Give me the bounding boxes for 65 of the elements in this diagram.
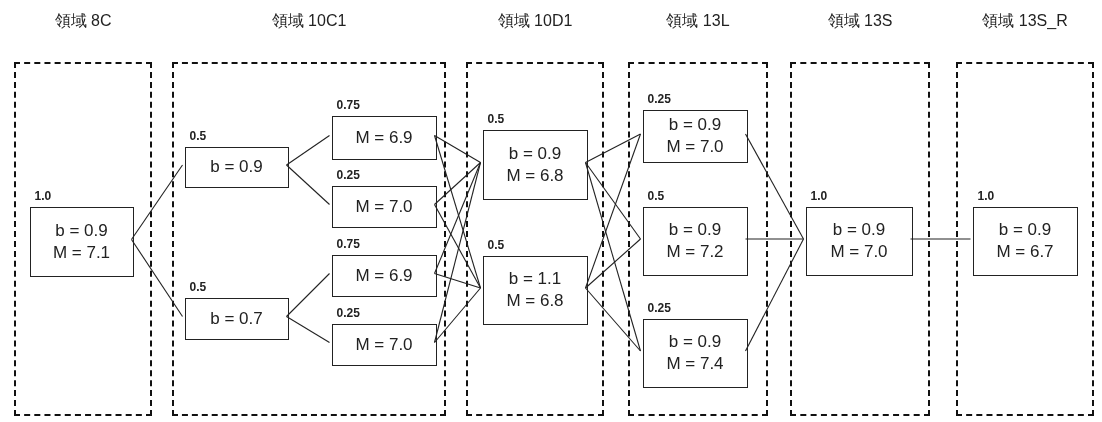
parameter-text: b = 0.9 bbox=[668, 114, 722, 136]
parameter-text: M = 7.0 bbox=[666, 136, 724, 158]
connector-line bbox=[584, 133, 642, 289]
parameter-text: M = 6.9 bbox=[355, 126, 413, 149]
weight-label: 0.5 bbox=[189, 128, 207, 143]
connector-line bbox=[285, 315, 331, 344]
parameter-text: b = 0.9 bbox=[668, 331, 722, 353]
weight-label: 0.5 bbox=[647, 188, 665, 203]
weight-label: 0.25 bbox=[647, 91, 671, 106]
weight-label: 0.75 bbox=[336, 97, 360, 112]
connector-line bbox=[433, 161, 482, 206]
connector-line bbox=[584, 161, 642, 352]
connector-line bbox=[285, 164, 331, 206]
parameter-text: M = 6.8 bbox=[506, 164, 564, 187]
weight-label: 0.25 bbox=[336, 305, 360, 320]
weight-label: 0.5 bbox=[487, 111, 505, 126]
parameter-text: b = 0.9 bbox=[508, 142, 562, 165]
parameter-text: M = 6.7 bbox=[996, 241, 1054, 263]
connector-line bbox=[909, 238, 972, 240]
connector-line bbox=[285, 272, 331, 318]
connector-line bbox=[584, 287, 642, 352]
connector-line bbox=[744, 238, 805, 240]
region-heading: 領域 13S_R bbox=[981, 11, 1069, 31]
parameter-text: M = 7.1 bbox=[52, 241, 111, 264]
parameter-text: M = 7.0 bbox=[830, 241, 888, 263]
connector-line bbox=[433, 161, 482, 275]
weight-label: 1.0 bbox=[977, 188, 995, 203]
region-heading: 領域 13S bbox=[826, 11, 894, 31]
parameter-text: M = 7.4 bbox=[666, 353, 724, 375]
connector-line bbox=[433, 134, 482, 164]
region-heading: 領域 13L bbox=[665, 11, 731, 31]
connector-line bbox=[130, 238, 184, 318]
connector-line bbox=[130, 164, 184, 241]
weight-label: 1.0 bbox=[810, 188, 828, 203]
parameter-text: b = 0.7 bbox=[210, 307, 263, 330]
connector-line bbox=[433, 272, 482, 289]
connector-line bbox=[433, 161, 482, 344]
parameter-text: b = 0.9 bbox=[998, 219, 1052, 241]
connector-line bbox=[433, 203, 482, 289]
parameter-text: b = 1.1 bbox=[508, 268, 562, 290]
weight-label: 0.75 bbox=[336, 236, 360, 251]
parameter-text: b = 0.9 bbox=[668, 219, 722, 241]
parameter-text: b = 0.9 bbox=[832, 219, 886, 241]
connector-line bbox=[584, 238, 642, 289]
parameter-text: M = 7.0 bbox=[355, 333, 413, 356]
weight-label: 0.5 bbox=[487, 237, 505, 252]
parameter-text: M = 7.0 bbox=[355, 195, 413, 218]
connector-line bbox=[285, 134, 331, 166]
weight-label: 0.25 bbox=[647, 300, 671, 315]
parameter-text: M = 7.2 bbox=[666, 241, 724, 263]
region-heading: 領域 10D1 bbox=[496, 11, 574, 31]
connector-line bbox=[584, 133, 642, 164]
weight-label: 1.0 bbox=[34, 188, 52, 203]
weight-label: 0.5 bbox=[189, 279, 207, 294]
region-heading: 領域 8C bbox=[53, 11, 113, 31]
connector-line bbox=[744, 238, 805, 352]
connector-line bbox=[433, 134, 482, 289]
parameter-text: b = 0.9 bbox=[210, 156, 263, 178]
parameter-text: b = 0.9 bbox=[55, 219, 108, 242]
region-heading: 領域 10C1 bbox=[270, 11, 348, 31]
parameter-text: M = 6.8 bbox=[506, 290, 564, 312]
connector-line bbox=[433, 287, 482, 344]
connector-line bbox=[584, 161, 642, 240]
weight-label: 0.25 bbox=[336, 167, 360, 182]
parameter-text: M = 6.9 bbox=[355, 264, 413, 287]
